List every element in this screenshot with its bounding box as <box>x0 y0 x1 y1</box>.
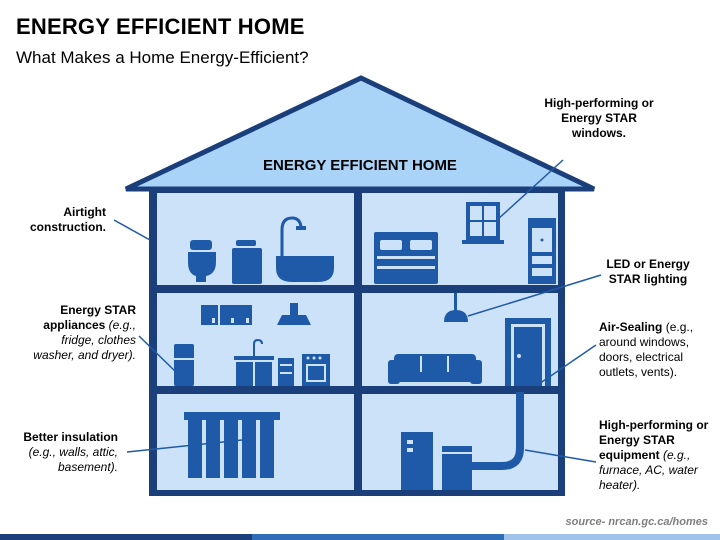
label-air-sealing-plain: (e.g., around windows, doors, electrical… <box>599 320 694 379</box>
callout-equipment <box>524 449 597 463</box>
callout-insulation <box>126 439 243 453</box>
label-air-sealing: Air-Sealing (e.g., around windows, doors… <box>599 320 699 380</box>
label-equipment-bold: High-performing or Energy STAR equipment <box>599 418 709 462</box>
label-equipment-italic: (e.g., furnace, AC, water heater). <box>599 448 698 492</box>
label-equipment: High-performing or Energy STAR equipment… <box>599 418 711 493</box>
wardrobe-icon <box>528 218 556 284</box>
kitchen-counter-icon <box>234 356 294 386</box>
label-appliances: Energy STAR appliances (e.g., fridge, cl… <box>20 303 136 363</box>
label-lighting: LED or Energy STAR lighting <box>600 257 696 287</box>
label-airtight-text: Airtight construction. <box>29 205 106 234</box>
label-windows-text: High-performing or Energy STAR windows. <box>544 96 654 140</box>
window-icon <box>462 202 504 244</box>
sink-icon <box>232 240 262 284</box>
callout-appliances <box>138 335 179 375</box>
ceiling-lamp-icon <box>444 293 468 322</box>
faucet-icon <box>253 338 263 356</box>
label-insulation: Better insulation (e.g., walls, attic, b… <box>12 430 118 475</box>
radiator-icon <box>184 412 280 478</box>
callout-windows <box>496 159 564 221</box>
water-heater-icon <box>442 446 472 490</box>
label-appliances-bold: Energy STAR appliances <box>43 303 136 332</box>
page-subtitle: What Makes a Home Energy-Efficient? <box>16 48 309 67</box>
label-insulation-italic: (e.g., walls, attic, basement). <box>28 445 118 474</box>
source-note: source- nrcan.gc.ca/homes <box>565 516 708 528</box>
duct-pipe <box>470 392 524 470</box>
furnace-icon <box>401 432 433 490</box>
label-appliances-italic: (e.g., fridge, clothes washer, and dryer… <box>33 318 136 362</box>
label-insulation-bold: Better insulation <box>23 430 118 444</box>
bottom-accent-bar <box>0 534 720 540</box>
oven-icon <box>302 354 330 386</box>
callout-lines <box>113 159 602 463</box>
roof-label: ENERGY EFFICIENT HOME <box>263 157 457 174</box>
callout-airtight <box>113 219 151 241</box>
page-title: ENERGY EFFICIENT HOME <box>16 14 305 39</box>
bed-icon <box>374 232 438 284</box>
sofa-icon <box>388 354 482 384</box>
upper-cabinets-icon <box>201 305 252 325</box>
label-lighting-text: LED or Energy STAR lighting <box>606 257 690 286</box>
callout-lighting <box>467 274 602 317</box>
callout-air-sealing <box>535 344 597 387</box>
bathtub-icon <box>276 216 334 282</box>
label-windows: High-performing or Energy STAR windows. <box>540 96 658 141</box>
label-air-sealing-bold: Air-Sealing <box>599 320 663 334</box>
toilet-icon <box>188 240 216 282</box>
fridge-icon <box>174 344 194 386</box>
door-icon <box>505 318 551 386</box>
label-airtight: Airtight construction. <box>18 205 106 235</box>
range-hood-icon <box>277 303 311 325</box>
